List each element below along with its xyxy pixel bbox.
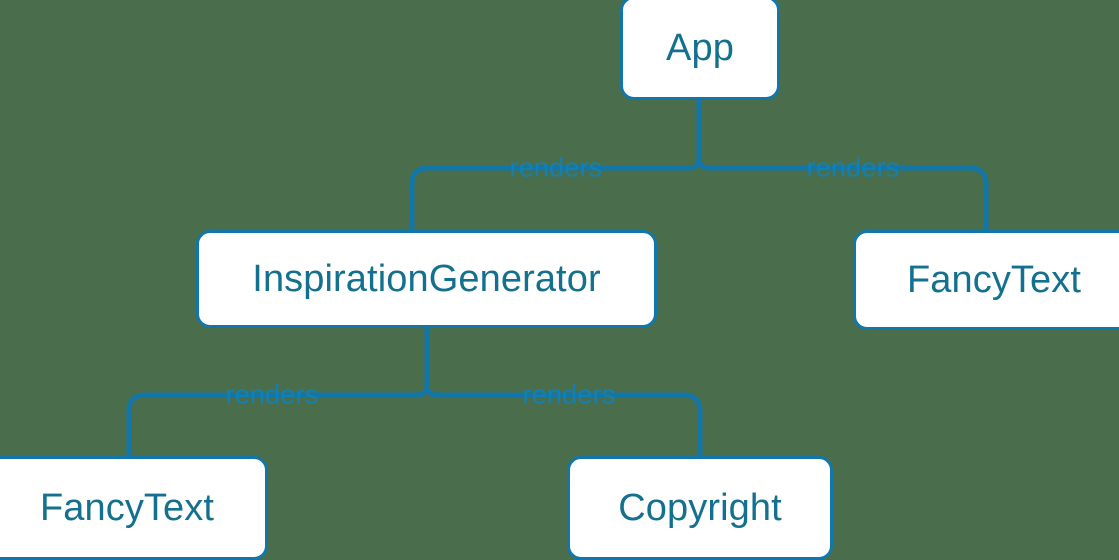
node-copyright-label: Copyright bbox=[618, 487, 782, 529]
edge-label-app-to-fancytext: renders bbox=[806, 152, 900, 183]
node-copyright[interactable]: Copyright bbox=[567, 456, 833, 560]
node-inspiration-generator-label: InspirationGenerator bbox=[252, 258, 601, 300]
edge-label-inspiration-generator-to-copyright: renders bbox=[522, 379, 616, 410]
node-app[interactable]: App bbox=[620, 0, 780, 100]
node-app-label: App bbox=[666, 27, 734, 69]
edge-inspiration-to-fancytext-left bbox=[126, 392, 146, 456]
edge-label-app-to-inspiration-generator: renders bbox=[509, 152, 603, 183]
node-fancytext-right[interactable]: FancyText bbox=[853, 230, 1119, 330]
node-fancytext-left[interactable]: FancyText bbox=[0, 456, 268, 560]
node-inspiration-generator[interactable]: InspirationGenerator bbox=[196, 230, 657, 328]
node-fancytext-left-label: FancyText bbox=[39, 487, 215, 529]
edge-app-to-fancytext-right bbox=[969, 165, 989, 230]
edge-label-inspiration-generator-to-fancytext: renders bbox=[225, 379, 319, 410]
node-fancytext-right-label: FancyText bbox=[906, 259, 1082, 301]
edge-app-to-inspiration bbox=[409, 165, 429, 230]
edge-inspiration-to-copyright bbox=[683, 392, 703, 456]
